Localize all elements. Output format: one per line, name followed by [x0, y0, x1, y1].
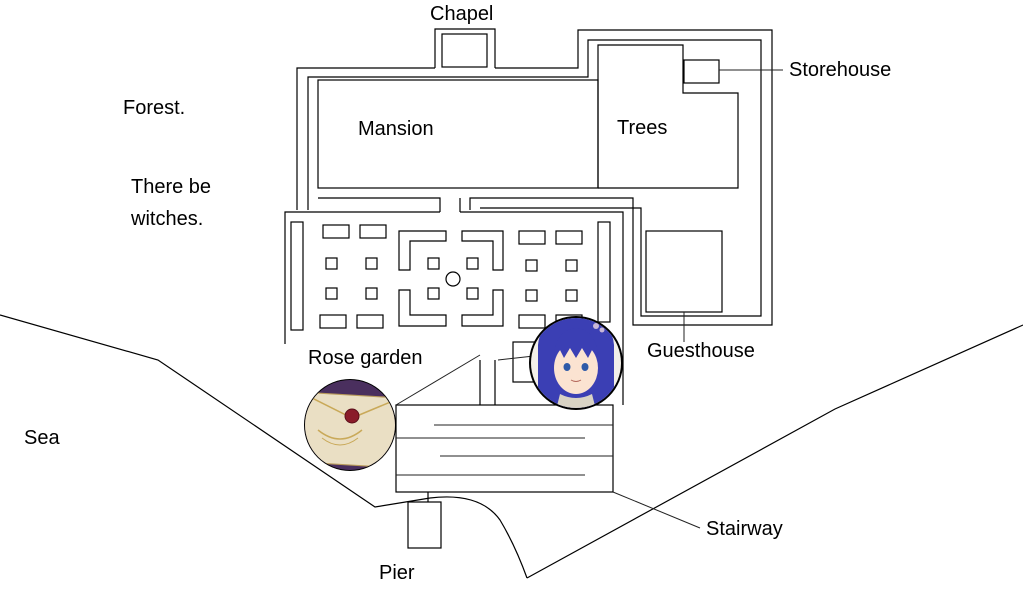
coastline-bottom	[429, 496, 528, 579]
guesthouse-building	[645, 230, 723, 313]
garden-bed	[359, 224, 387, 239]
garden-bed	[322, 224, 350, 239]
garden-planter	[525, 259, 538, 272]
garden-planter	[365, 287, 378, 300]
garden-planter	[325, 287, 338, 300]
garden-bed	[518, 230, 546, 245]
label-forest: Forest.	[123, 97, 185, 119]
garden-fountain	[445, 271, 461, 287]
mansion-path	[318, 197, 461, 212]
sealed-letter-icon	[304, 379, 396, 471]
garden-planter	[525, 289, 538, 302]
garden-hedge	[398, 230, 447, 271]
trees-area	[597, 44, 739, 189]
garden-hedge	[461, 230, 504, 271]
mansion-building	[317, 79, 599, 189]
label-witches-line1: There be	[131, 176, 211, 198]
estate-wall-outer	[296, 29, 773, 326]
garden-bed	[555, 230, 583, 245]
garden-planter	[427, 287, 440, 300]
garden-planter	[565, 259, 578, 272]
garden-bar-right	[597, 221, 611, 323]
stairway-pointer	[612, 491, 701, 529]
estate-wall-inner	[307, 39, 762, 317]
garden-bed	[518, 314, 546, 329]
chapel-wall	[434, 28, 496, 68]
garden-bed	[356, 314, 384, 329]
label-trees: Trees	[617, 117, 667, 139]
character-portrait-icon	[529, 316, 623, 410]
letter-pointer	[395, 354, 481, 406]
label-stairway: Stairway	[706, 518, 783, 540]
garden-planter	[325, 257, 338, 270]
garden-planter	[365, 257, 378, 270]
stairway-block	[395, 404, 614, 493]
garden-bar-left	[290, 221, 304, 331]
label-guesthouse: Guesthouse	[647, 340, 755, 362]
garden-hedge	[461, 289, 504, 327]
garden-planter	[427, 257, 440, 270]
garden-hedge	[398, 289, 447, 327]
label-rose-garden: Rose garden	[308, 347, 423, 369]
garden-lower-passage	[479, 360, 496, 405]
label-witches-line2: witches.	[130, 208, 203, 230]
chapel-building	[441, 33, 488, 68]
rose-garden-wall	[284, 211, 624, 405]
label-sea: Sea	[24, 427, 60, 449]
storehouse-building	[683, 59, 720, 84]
garden-planter	[466, 257, 479, 270]
coastline-right	[526, 324, 1023, 579]
label-chapel: Chapel	[430, 3, 493, 25]
label-mansion: Mansion	[358, 118, 434, 140]
label-storehouse: Storehouse	[789, 59, 891, 81]
pier-structure	[407, 501, 442, 549]
coastline-left	[0, 314, 431, 508]
label-pier: Pier	[379, 562, 415, 584]
garden-planter	[565, 289, 578, 302]
garden-bed	[319, 314, 347, 329]
garden-planter	[466, 287, 479, 300]
